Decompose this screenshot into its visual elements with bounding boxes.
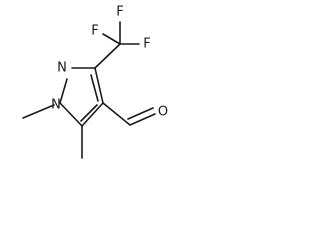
chemical-structure: N N F F F O xyxy=(22,5,168,159)
bond-n1-n2 xyxy=(59,78,68,104)
atom-f-top: F xyxy=(116,5,123,20)
bond-cho-o xyxy=(129,113,156,126)
atom-o: O xyxy=(158,105,168,120)
atom-n1: N xyxy=(51,98,61,113)
bond-c4-c5-double xyxy=(80,104,98,122)
bonds xyxy=(22,21,156,159)
bond-n1-methyl xyxy=(22,104,55,119)
bond-c5-n1 xyxy=(59,102,83,127)
bond-cf3-f-left xyxy=(102,33,121,45)
bond-c3-cf3 xyxy=(94,43,121,69)
bond-c4-c5 xyxy=(81,102,104,127)
bond-c3-c4-inner xyxy=(90,74,99,102)
atom-f-right: F xyxy=(143,37,150,52)
bond-c3-c4 xyxy=(94,67,104,104)
bond-cho-o-double xyxy=(127,107,154,120)
atom-f-left: F xyxy=(91,24,98,39)
atom-labels: N N F F F O xyxy=(51,5,168,120)
bond-c4-cho xyxy=(102,102,131,126)
atom-n2: N xyxy=(57,61,67,76)
